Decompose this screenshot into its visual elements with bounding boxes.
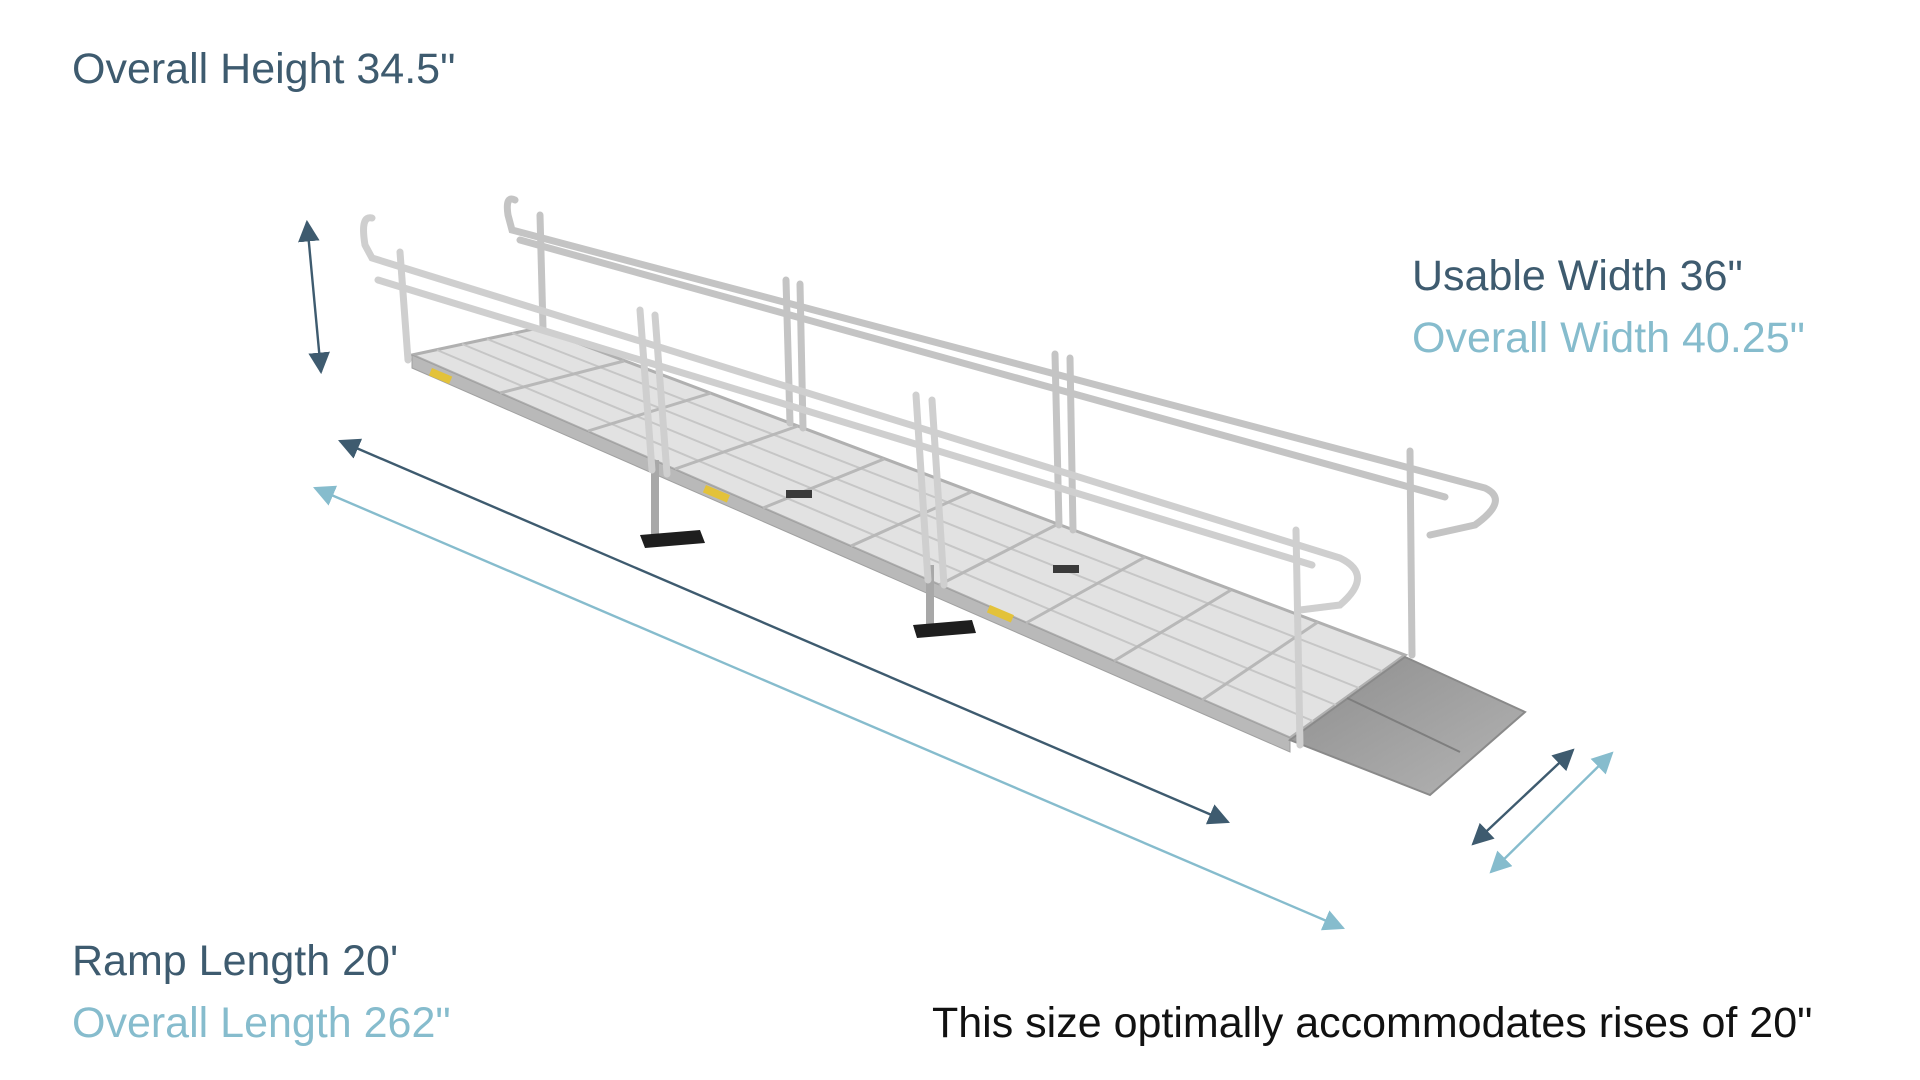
threshold-plate: [1287, 655, 1527, 797]
rise-note: This size optimally accommodates rises o…: [932, 999, 1813, 1047]
overall-width-label: Overall Width 40.25": [1412, 314, 1805, 362]
overall-height-label: Overall Height 34.5": [72, 45, 456, 93]
overall-length-label: Overall Length 262": [72, 999, 451, 1047]
dimension-arrow-icon: [298, 219, 1614, 931]
ramp-deck: [407, 326, 1409, 753]
usable-width-label: Usable Width 36": [1412, 252, 1743, 300]
ramp-length-label: Ramp Length 20': [72, 937, 399, 985]
